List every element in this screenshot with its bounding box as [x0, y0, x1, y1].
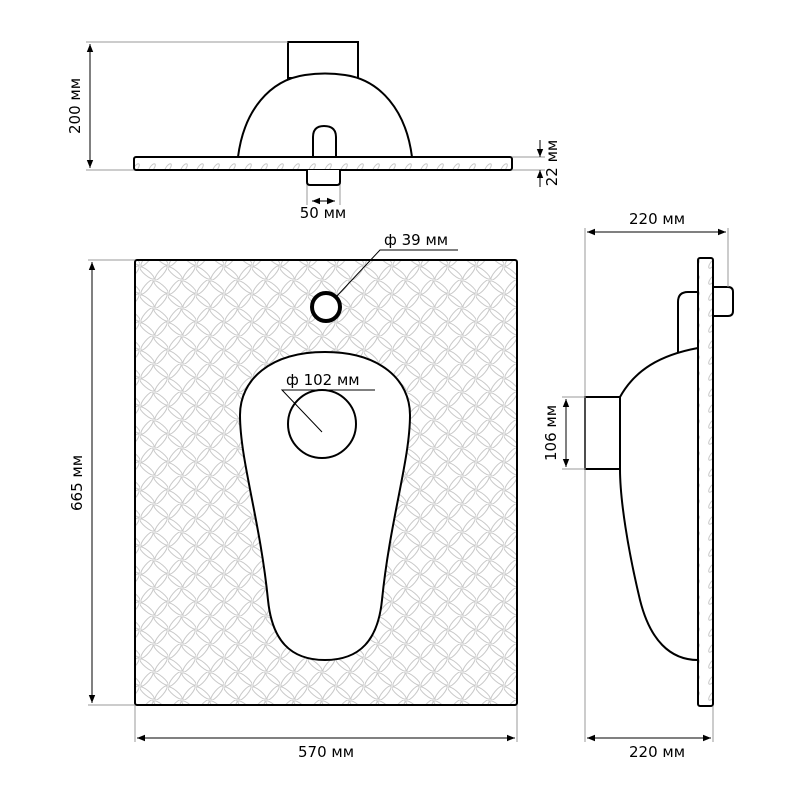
side-bottom-depth-label: 220 мм [629, 743, 685, 761]
side-top-depth-label: 220 мм [629, 210, 685, 228]
drain-diameter-label: ф 102 мм [286, 371, 360, 389]
outlet-height-label: 106 мм [542, 405, 560, 461]
inlet-hole [310, 291, 342, 323]
plate-thickness-label: 22 мм [543, 140, 561, 187]
plate-edge-side [697, 257, 714, 707]
upper-pipe [677, 291, 698, 352]
outlet-width-label: 50 мм [300, 204, 347, 222]
dome [236, 72, 414, 158]
bowl [238, 350, 412, 662]
front-height-label: 665 мм [68, 455, 86, 511]
drain-hole [287, 389, 357, 459]
top-view: 200 мм 22 мм 50 мм [66, 41, 561, 222]
back-tab [713, 286, 734, 317]
front-width-label: 570 мм [298, 743, 354, 761]
slot [312, 124, 337, 157]
plate-edge [133, 156, 513, 171]
inlet-diameter-label: ф 39 мм [384, 231, 448, 249]
outlet-tab [306, 170, 341, 186]
front-view: ф 39 мм ф 102 мм 665 мм 570 мм [68, 231, 518, 761]
outlet-pipe [584, 396, 621, 470]
side-view: 220 мм 220 мм 106 мм [542, 210, 734, 761]
bowl-profile [619, 346, 699, 662]
height-label: 200 мм [66, 78, 84, 134]
